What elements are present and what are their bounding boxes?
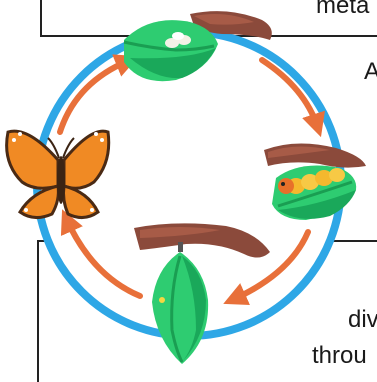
life-cycle-diagram bbox=[0, 0, 377, 371]
caterpillar-icon bbox=[264, 143, 366, 220]
